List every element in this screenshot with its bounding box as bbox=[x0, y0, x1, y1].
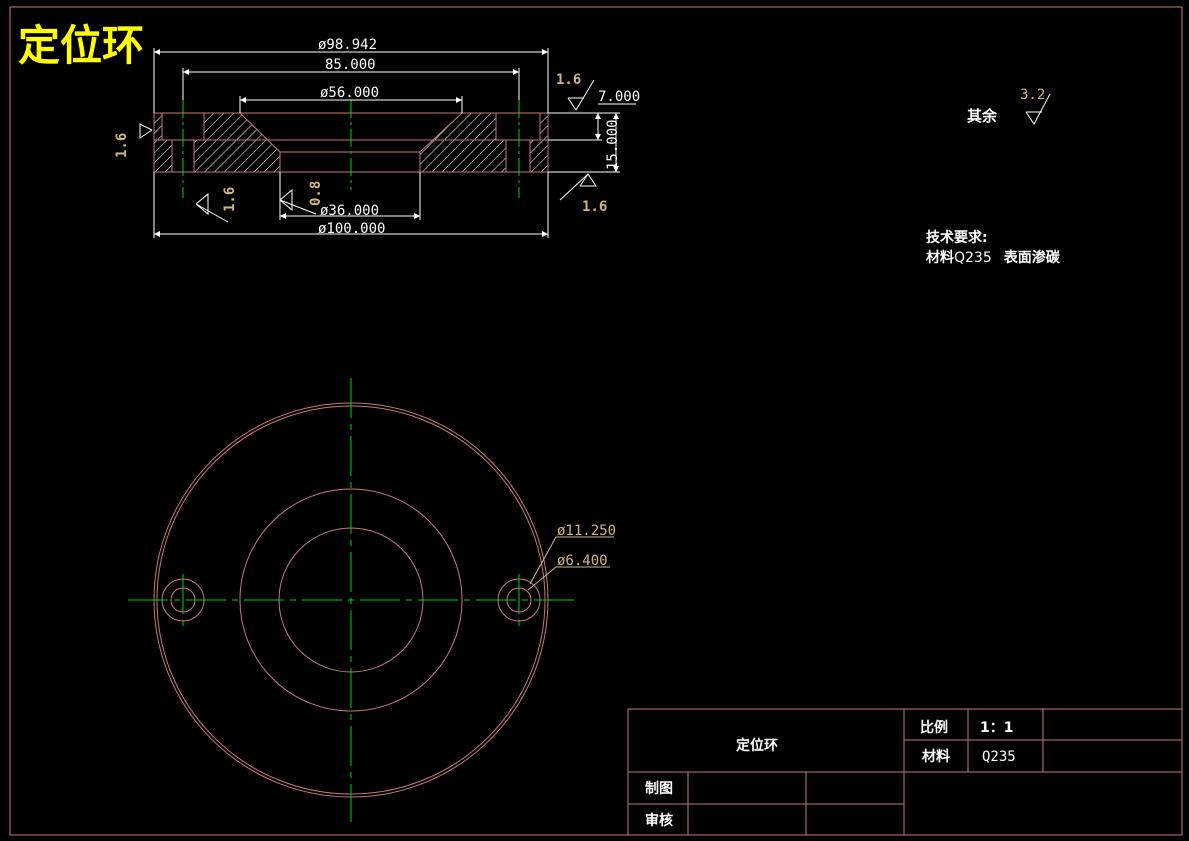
material-prefix: 材料 bbox=[926, 249, 954, 266]
drawing-frame bbox=[9, 6, 1183, 836]
dim-d6400: ø6.400 bbox=[557, 553, 608, 569]
plan-leaders bbox=[527, 536, 614, 591]
plan-view: ø11.250 ø6.400 bbox=[128, 378, 616, 822]
section-center-lines bbox=[182, 100, 520, 198]
tech-req-material: 材料Q235 表面渗碳 bbox=[926, 249, 1061, 266]
title-block-material-value: Q235 bbox=[982, 749, 1016, 765]
title-block-checked-label: 审核 bbox=[645, 812, 673, 829]
section-dimensions bbox=[153, 48, 636, 238]
roughness-left: 1.6 bbox=[114, 133, 130, 158]
title-block-drawn-label: 制图 bbox=[645, 780, 673, 797]
dim-d11250: ø11.250 bbox=[557, 523, 616, 539]
notes: 其余 3.2 技术要求: 材料Q235 表面渗碳 bbox=[926, 87, 1061, 266]
roughness-text: 1.6 1.6 1.6 0.8 1.6 bbox=[114, 72, 607, 215]
dim-h15: 15.000 bbox=[605, 119, 621, 170]
title-block-scale-value: 1：1 bbox=[980, 720, 1013, 736]
plan-center-lines bbox=[128, 378, 574, 822]
surface-treatment: 表面渗碳 bbox=[1003, 249, 1061, 266]
title-block-scale-label: 比例 bbox=[920, 719, 948, 736]
remaining-roughness-symbol bbox=[1025, 93, 1051, 125]
dim-d98942: ø98.942 bbox=[318, 37, 377, 53]
remaining-roughness-value: 3.2 bbox=[1020, 87, 1045, 103]
roughness-bottom-left: 1.6 bbox=[222, 187, 238, 212]
remaining-roughness-label: 其余 bbox=[967, 107, 998, 125]
drawing-title: 定位环 bbox=[18, 21, 144, 70]
roughness-symbols bbox=[139, 79, 597, 223]
roughness-bore: 0.8 bbox=[308, 181, 324, 206]
dim-d85: 85.000 bbox=[325, 57, 376, 73]
dim-h7: 7.000 bbox=[598, 89, 640, 105]
roughness-top-right: 1.6 bbox=[556, 72, 581, 88]
dim-d100: ø100.000 bbox=[318, 221, 385, 237]
title-block-part-name: 定位环 bbox=[736, 737, 778, 754]
section-view: ø98.942 85.000 ø56.000 ø36.000 ø100.000 … bbox=[114, 37, 640, 238]
material-code: Q235 bbox=[954, 250, 992, 266]
roughness-bottom-right: 1.6 bbox=[582, 199, 607, 215]
dim-d36: ø36.000 bbox=[320, 203, 379, 219]
plan-dimension-text: ø11.250 ø6.400 bbox=[557, 523, 616, 569]
tech-req-title: 技术要求: bbox=[926, 229, 988, 246]
section-dimension-text: ø98.942 85.000 ø56.000 ø36.000 ø100.000 … bbox=[318, 37, 640, 237]
title-block-material-label: 材料 bbox=[922, 748, 950, 765]
title-block: 定位环 比例 1：1 材料 Q235 制图 审核 bbox=[627, 708, 1183, 836]
dim-d56: ø56.000 bbox=[320, 85, 379, 101]
